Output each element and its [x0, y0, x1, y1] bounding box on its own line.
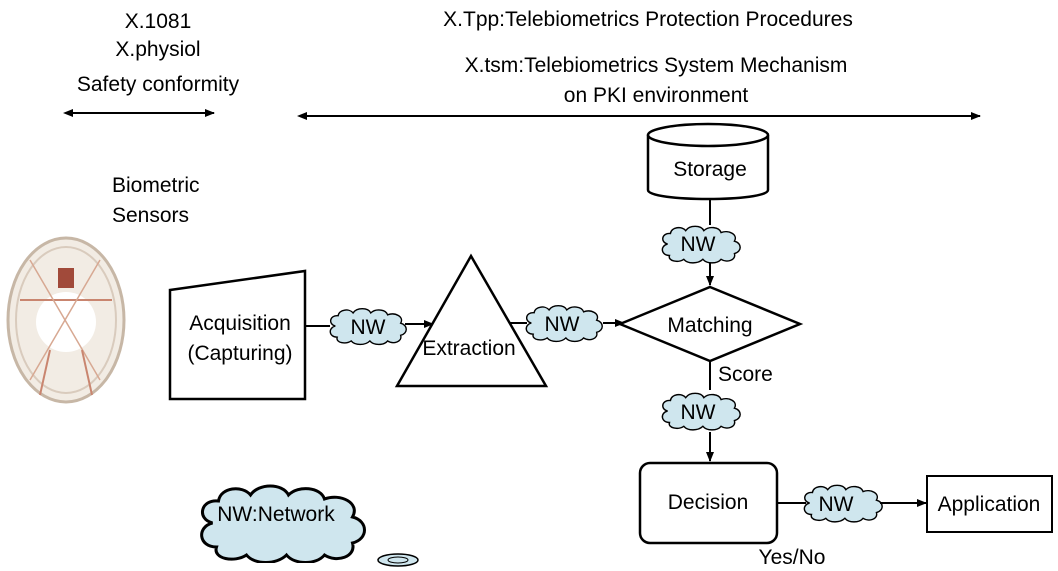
standard-x1081: X.1081: [125, 10, 192, 33]
storage-label: Storage: [673, 158, 747, 181]
score-label: Score: [718, 363, 773, 386]
sensors-label-line1: Biometric: [112, 174, 200, 197]
decision-label: Decision: [668, 491, 749, 514]
extraction-node: [394, 253, 549, 388]
acquisition-label-line1: Acquisition: [189, 312, 291, 335]
acquisition-node: [168, 269, 307, 401]
standard-xphysiol: X.physiol: [115, 38, 200, 61]
network-label-3: NW: [681, 233, 716, 256]
yes-no-label: Yes/No: [759, 546, 826, 569]
network-label-1: NW: [351, 316, 386, 339]
vitruvian-man-image: [6, 236, 126, 404]
standard-xtsm-pki: on PKI environment: [564, 84, 749, 107]
standard-xtsm: X.tsm:Telebiometrics System Mechanism: [465, 54, 848, 77]
application-label: Application: [938, 493, 1041, 516]
extraction-label: Extraction: [422, 337, 515, 360]
acquisition-label-line2: (Capturing): [187, 342, 292, 365]
network-legend: [202, 486, 419, 567]
storage-node: [646, 122, 770, 201]
network-label-2: NW: [545, 313, 580, 336]
network-legend-label: NW:Network: [217, 503, 335, 526]
sensors-label-line2: Sensors: [112, 204, 189, 227]
standard-safety-conformity: Safety conformity: [77, 73, 240, 96]
network-label-5: NW: [819, 493, 854, 516]
application-node: [926, 475, 1053, 533]
standard-xtpp: X.Tpp:Telebiometrics Protection Procedur…: [443, 8, 853, 31]
network-label-4: NW: [681, 401, 716, 424]
matching-label: Matching: [667, 314, 752, 337]
